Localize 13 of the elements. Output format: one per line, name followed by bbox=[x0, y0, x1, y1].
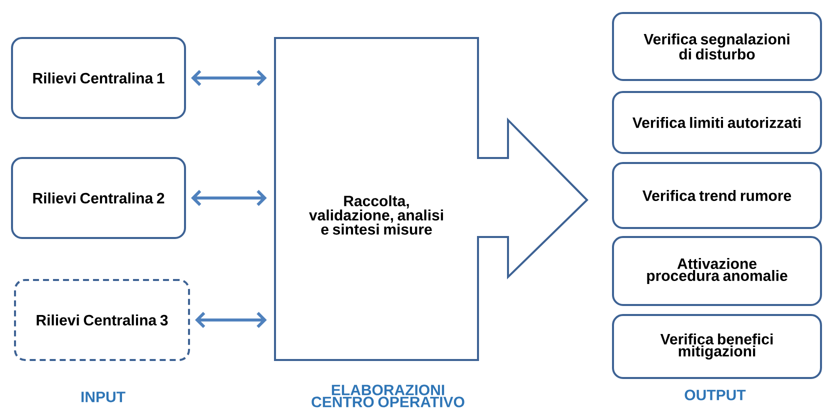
process-box: Verifica benefici mitigazioni bbox=[612, 314, 822, 379]
double-arrow bbox=[191, 190, 267, 206]
process-box: Verifica trend rumore bbox=[612, 162, 822, 229]
double-arrow bbox=[191, 70, 267, 86]
double-arrow bbox=[195, 312, 267, 328]
process-box: Rilievi Centralina 1 bbox=[11, 37, 186, 119]
process-box: Verifica limiti autorizzati bbox=[612, 91, 822, 154]
process-box: Rilievi Centralina 2 bbox=[11, 157, 186, 239]
section-label: INPUT bbox=[82, 392, 126, 402]
process-box: Verifica segnalazioni di disturbo bbox=[612, 12, 822, 81]
process-box: Attivazione procedura anomalie bbox=[612, 236, 822, 306]
process-box: Rilievi Centralina 3 bbox=[14, 279, 190, 361]
section-label: ELABORAZIONI CENTRO OPERATIVO bbox=[312, 384, 464, 408]
